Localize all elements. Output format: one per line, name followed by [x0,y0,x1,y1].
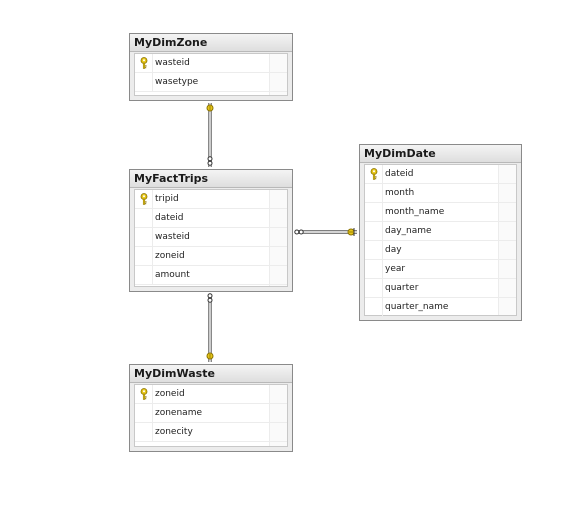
column-row[interactable]: day [365,241,516,260]
row-selector[interactable] [365,203,383,221]
row-selector[interactable] [135,209,153,227]
many-end-marker [298,229,304,235]
column-name: zoneid [155,251,185,261]
column-row[interactable]: month [365,184,516,203]
row-selector[interactable] [135,423,153,441]
row-selector[interactable] [135,404,153,422]
column-row[interactable]: tripid [135,190,287,209]
scroll-track[interactable] [269,54,287,95]
many-end-marker [207,156,213,162]
row-selector[interactable] [135,266,153,284]
column-name: day_name [385,226,432,236]
column-row[interactable]: month_name [365,203,516,222]
column-row[interactable]: zonename [135,404,287,423]
column-list: wasteid wasetype [134,53,288,96]
column-name: dateid [385,169,414,179]
column-row[interactable]: wasetype [135,73,287,92]
column-name: month_name [385,207,445,217]
table-mydimwaste[interactable]: MyDimWaste zoneid zonename zonecity [129,364,293,452]
table-title: MyDimDate [360,145,521,163]
column-name: zonename [155,408,202,418]
column-row[interactable]: wasteid [135,228,287,247]
many-end-marker [294,229,300,235]
column-name: day [385,245,402,255]
row-selector[interactable] [365,222,383,240]
column-row[interactable]: dateid [365,165,516,184]
row-selector[interactable] [135,73,153,91]
column-name: wasteid [155,58,190,68]
primary-key-icon [140,193,148,205]
scroll-track[interactable] [269,190,287,286]
row-selector[interactable] [135,385,153,403]
column-row[interactable]: day_name [365,222,516,241]
table-myfacttrips[interactable]: MyFactTrips tripid dateid wasteid zoneid amo… [129,169,293,292]
column-name: zonecity [155,427,193,437]
row-selector[interactable] [135,190,153,208]
row-selector[interactable] [365,260,383,278]
primary-key-icon [140,388,148,400]
column-row[interactable]: zoneid [135,247,287,266]
many-end-marker [207,293,213,299]
row-selector[interactable] [365,184,383,202]
row-selector[interactable] [135,228,153,246]
table-title: MyDimZone [130,34,292,52]
many-end-marker [207,160,213,166]
column-name: dateid [155,213,184,223]
column-row[interactable]: zoneid [135,385,287,404]
column-row[interactable]: year [365,260,516,279]
row-selector[interactable] [135,247,153,265]
scroll-track[interactable] [269,385,287,446]
column-name: wasteid [155,232,190,242]
column-name: month [385,188,415,198]
column-name: quarter_name [385,302,449,312]
row-selector[interactable] [365,298,383,316]
primary-key-icon [140,57,148,69]
column-name: amount [155,270,190,280]
column-list: tripid dateid wasteid zoneid amount [134,189,288,287]
column-row[interactable]: zonecity [135,423,287,442]
table-mydimzone[interactable]: MyDimZone wasteid wasetype [129,33,293,101]
column-row[interactable]: amount [135,266,287,285]
column-name: zoneid [155,389,185,399]
column-list: zoneid zonename zonecity [134,384,288,447]
column-row[interactable]: quarter [365,279,516,298]
table-title: MyDimWaste [130,365,292,383]
row-selector[interactable] [365,241,383,259]
table-title: MyFactTrips [130,170,292,188]
column-name: quarter [385,283,419,293]
column-row[interactable]: wasteid [135,54,287,73]
row-selector[interactable] [365,279,383,297]
column-name: wasetype [155,77,199,87]
column-row[interactable]: dateid [135,209,287,228]
row-selector[interactable] [365,165,383,183]
column-name: tripid [155,194,179,204]
primary-key-icon [370,168,378,180]
many-end-marker [207,297,213,303]
column-name: year [385,264,406,274]
row-selector[interactable] [135,54,153,72]
column-row[interactable]: quarter_name [365,298,516,317]
